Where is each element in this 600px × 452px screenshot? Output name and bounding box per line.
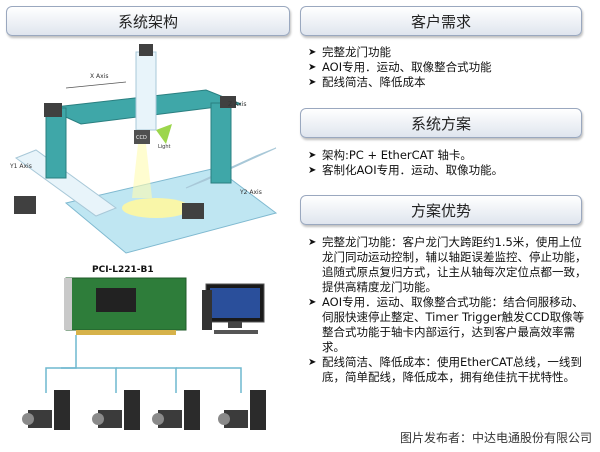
pci-bracket xyxy=(64,278,72,330)
list-item: ➤架构:PC + EtherCAT 轴卡。 xyxy=(308,148,472,162)
ethercat-cable-2 xyxy=(61,367,117,393)
light-label: Light xyxy=(158,144,171,150)
z-column xyxy=(135,51,157,131)
arrow-bullet-icon: ➤ xyxy=(308,297,317,308)
solution-list: ➤架构:PC + EtherCAT 轴卡。 ➤客制化AOI专用．运动、取像功能。 xyxy=(308,148,588,178)
servo-set-1 xyxy=(22,390,70,430)
header-label: 系统方案 xyxy=(410,114,471,133)
pci-connector xyxy=(76,330,176,335)
z-motor-base xyxy=(220,96,236,108)
list-item: ➤AOI专用．运动、取像整合式功能 xyxy=(308,60,492,74)
list-item: ➤完整龙门功能 xyxy=(308,45,391,59)
arrow-bullet-icon: ➤ xyxy=(308,47,317,58)
ethercat-cable-1 xyxy=(45,335,77,393)
gantry-leg-left xyxy=(45,107,67,179)
servo-set-2 xyxy=(92,390,140,430)
gantry-diagram: X Axis Z Axis Y1 Axis Y2 Axis CCD Light … xyxy=(9,44,278,430)
servo-set-3 xyxy=(152,390,200,430)
publisher-watermark: 图片发布者：中达电通股份有限公司 xyxy=(399,429,592,446)
gantry-leg-right xyxy=(210,102,232,184)
list-item: ➤完整龙门功能：客户龙门大跨距约1.5米，使用上位龙门同动运动控制，辅以轴距误差… xyxy=(308,235,587,294)
customer-requirements-header: 客户需求 xyxy=(300,6,582,36)
arrow-bullet-icon: ➤ xyxy=(308,150,317,161)
arrow-bullet-icon: ➤ xyxy=(308,77,317,88)
pci-chip xyxy=(96,288,136,312)
light-source xyxy=(156,124,172,144)
y1-rail xyxy=(14,149,118,217)
z-axis-label: Z Axis xyxy=(228,101,246,108)
pci-card-label: PCI-L221-B1 xyxy=(92,265,154,275)
ccd-beam xyxy=(132,144,152,198)
list-item: ➤配线简洁、降低成本：使用EtherCAT总线，一线到底，简单配线，降低成本，拥… xyxy=(308,355,582,384)
arrow-bullet-icon: ➤ xyxy=(308,165,317,176)
header-label: 客户需求 xyxy=(410,12,471,31)
requirements-list: ➤完整龙门功能 ➤AOI专用．运动、取像整合式功能 ➤配线简洁、降低成本 xyxy=(308,45,588,90)
y1-motor xyxy=(14,196,36,214)
x-motor xyxy=(44,103,62,117)
pc-tower xyxy=(202,290,212,330)
advantages-list: ➤完整龙门功能：客户龙门大跨距约1.5米，使用上位龙门同动运动控制，辅以轴距误差… xyxy=(308,235,588,385)
header-label: 方案优势 xyxy=(410,201,471,220)
list-item: ➤配线简洁、降低成本 xyxy=(308,75,426,89)
y1-axis-label: Y1 Axis xyxy=(9,163,32,170)
z-motor xyxy=(139,44,153,56)
ethercat-cable-3 xyxy=(116,367,177,393)
y2-axis-label: Y2 Axis xyxy=(239,189,262,196)
ccd-camera xyxy=(134,130,150,144)
x-axis-label: X Axis xyxy=(90,73,108,80)
light-spot xyxy=(122,198,190,218)
system-architecture-header: 系统架构 xyxy=(6,6,290,36)
arrow-bullet-icon: ➤ xyxy=(308,237,317,248)
x-axis-arrow xyxy=(65,81,127,89)
list-item: ➤AOI专用．运动、取像整合式功能：结合伺服移动、伺服快速停止整定、Timer … xyxy=(308,295,585,354)
pc-screen xyxy=(210,288,260,318)
arrow-bullet-icon: ➤ xyxy=(308,62,317,73)
pc-stand xyxy=(228,322,242,328)
list-item: ➤客制化AOI专用．运动、取像功能。 xyxy=(308,163,504,177)
architecture-illustration: X Axis Z Axis Y1 Axis Y2 Axis CCD Light … xyxy=(6,38,290,448)
pc-keyboard xyxy=(214,330,258,334)
header-label: 系统架构 xyxy=(117,12,178,31)
ccd-label: CCD xyxy=(136,135,147,141)
system-solution-header: 系统方案 xyxy=(300,108,582,138)
arrow-bullet-icon: ➤ xyxy=(308,357,317,368)
y2-motor xyxy=(182,203,204,219)
ethercat-cable-4 xyxy=(176,367,242,393)
solution-advantages-header: 方案优势 xyxy=(300,195,582,225)
servo-set-4 xyxy=(218,390,266,430)
